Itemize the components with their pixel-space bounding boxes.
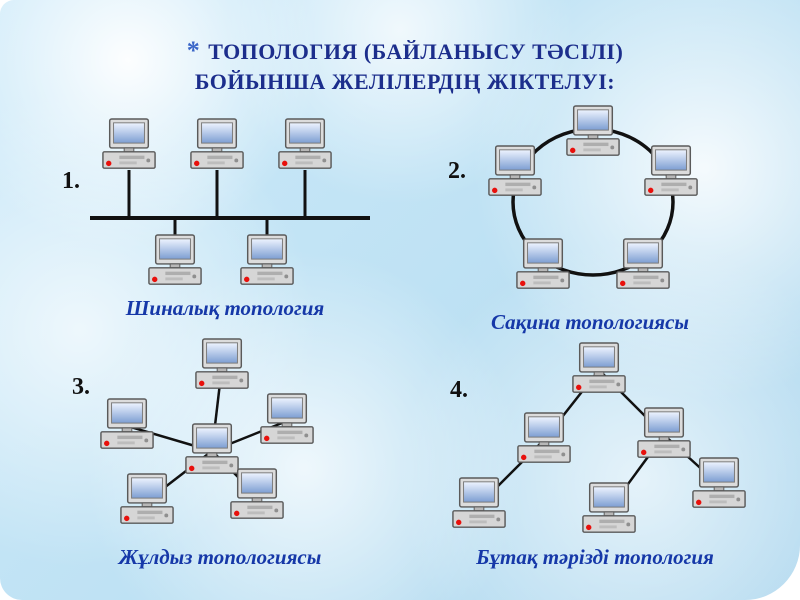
- caption-tree-topology: Бұтақ тәрізді топология: [476, 545, 714, 569]
- computer-icon: [644, 145, 698, 196]
- caption-ring-topology: Сақина топологиясы: [490, 310, 689, 334]
- computer-icon: [452, 477, 506, 528]
- computer-icon: [517, 412, 571, 463]
- ring-topology-diagram: [468, 105, 718, 300]
- tree-topology-diagram: [440, 342, 750, 542]
- page-title: * ТОПОЛОГИЯ (БАЙЛАНЫСУ ТӘСІЛІ) БОЙЫНША ЖЕ…: [120, 36, 690, 97]
- computer-icon: [230, 468, 284, 519]
- diagram-number-3: 3.: [72, 374, 90, 400]
- title-text-1: ТОПОЛОГИЯ (БАЙЛАНЫСУ ТӘСІЛІ): [208, 39, 624, 64]
- star-topology-diagram: [98, 338, 328, 538]
- computer-icon: [488, 145, 542, 196]
- computer-icon: [100, 398, 154, 449]
- title-line-2: БОЙЫНША ЖЕЛІЛЕРДІҢ ЖІКТЕЛУІ:: [194, 69, 616, 94]
- asterisk-bullet-icon: *: [186, 36, 201, 65]
- computer-icon: [516, 238, 570, 289]
- diagram-number-1: 1.: [62, 168, 80, 194]
- caption-bus-topology: Шиналық топология: [125, 296, 325, 320]
- computer-icon-central: [185, 423, 239, 474]
- computer-icon: [637, 407, 691, 458]
- diagram-number-2: 2.: [448, 158, 466, 184]
- ring-diagram-graphic: [488, 105, 698, 289]
- bus-topology-diagram: [88, 118, 378, 293]
- computer-icon: [692, 457, 746, 508]
- computer-icon: [195, 338, 249, 389]
- diagram-number-4: 4.: [450, 377, 468, 403]
- computer-icon-root: [572, 342, 626, 393]
- computer-icon: [566, 105, 620, 156]
- computer-icon: [278, 118, 332, 169]
- star-diagram-graphic: [100, 338, 314, 524]
- computer-icon: [120, 473, 174, 524]
- computer-icon: [260, 393, 314, 444]
- computer-icon: [190, 118, 244, 169]
- caption-star-topology: Жұлдыз топологиясы: [118, 545, 322, 569]
- tree-diagram-graphic: [452, 342, 746, 533]
- computer-icon: [102, 118, 156, 169]
- title-line-1: * ТОПОЛОГИЯ (БАЙЛАНЫСУ ТӘСІЛІ): [120, 36, 690, 67]
- computer-icon: [148, 234, 202, 285]
- computer-icon: [582, 482, 636, 533]
- computer-icon: [616, 238, 670, 289]
- bus-diagram-graphic: [90, 118, 370, 285]
- computer-icon: [240, 234, 294, 285]
